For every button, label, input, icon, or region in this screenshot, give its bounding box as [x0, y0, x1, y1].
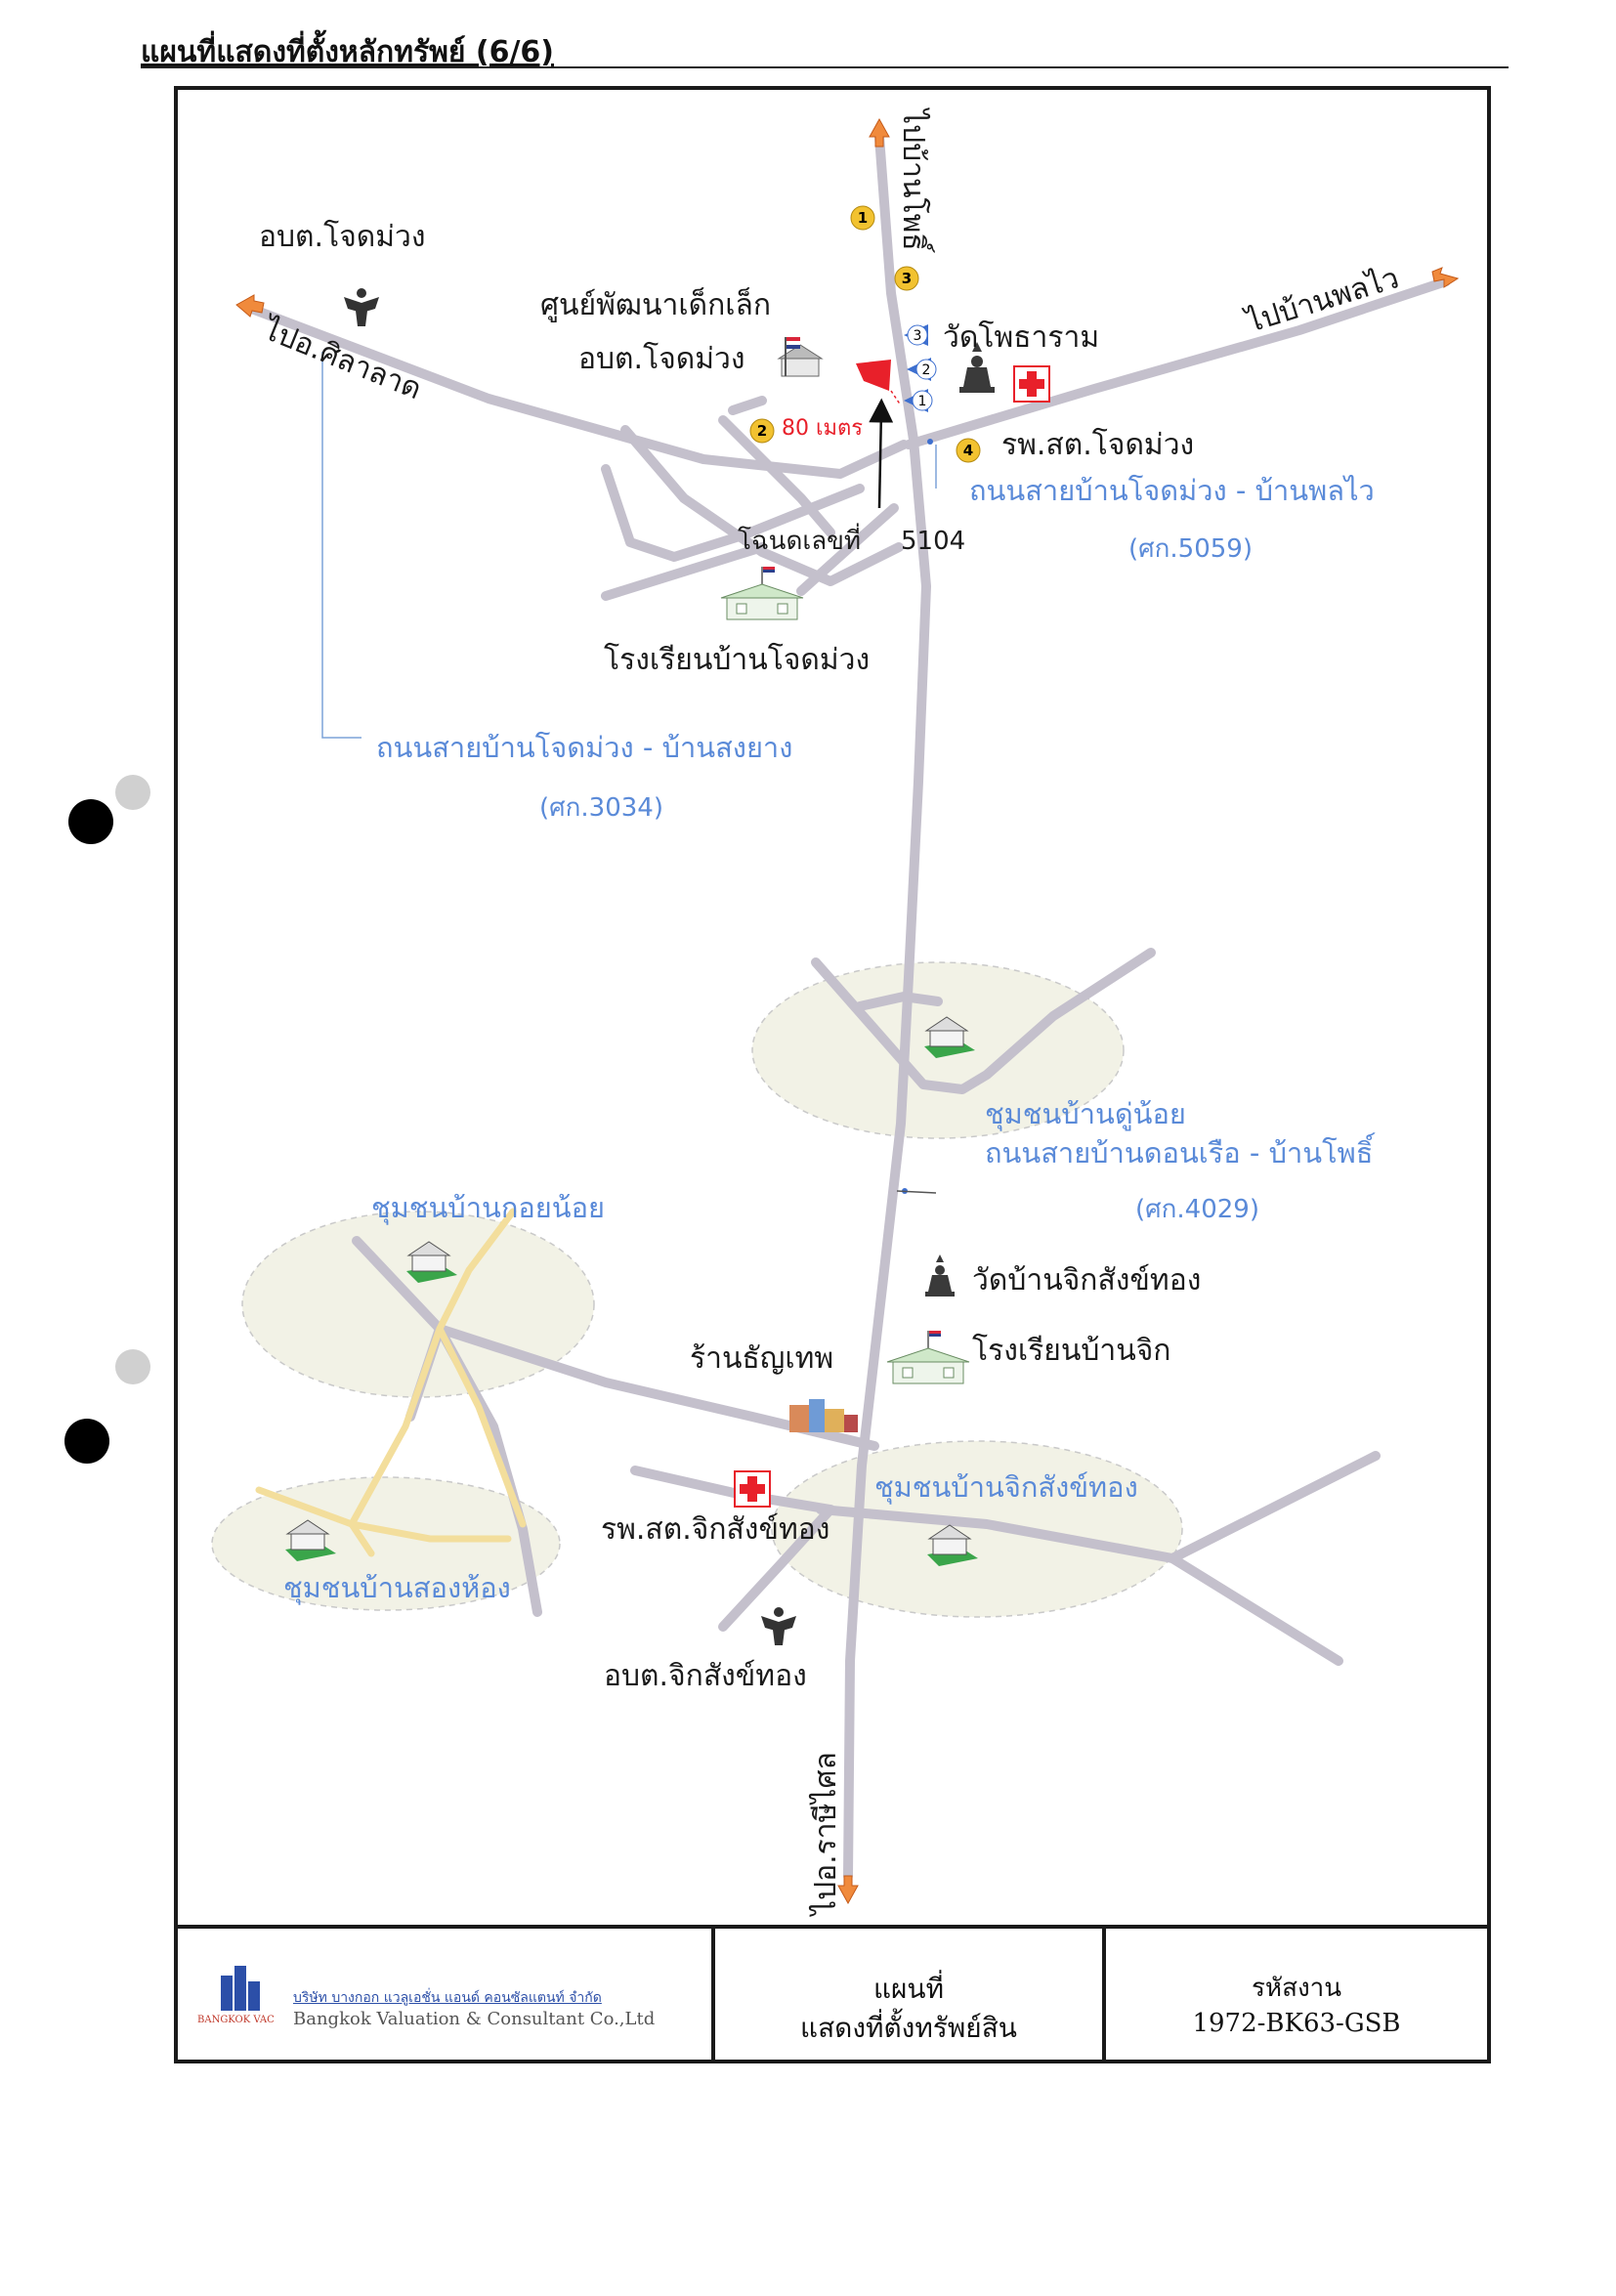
- label-community-chik: ชุมชนบ้านจิกสังข์ทอง: [874, 1470, 1138, 1505]
- map-frame: [174, 86, 1491, 2063]
- community-zones: [211, 961, 1183, 1618]
- title-block-map-title: แผนที่ แสดงที่ตั้งทรัพย์สิน: [711, 1925, 1102, 2063]
- label-sao-chotmuang: อบต.โจดม่วง: [259, 219, 426, 254]
- title-block-company: BANGKOK VAC บริษัท บางกอก แวลูเอชั่น แอน…: [174, 1925, 711, 2063]
- label-road-phon-wai-code: (ศก.5059): [1128, 534, 1253, 564]
- label-wat-pho: วัดโพธาราม: [943, 319, 1099, 355]
- deed-pointer: [869, 398, 894, 509]
- marker-yellow-4: 4: [963, 442, 973, 459]
- title-block-code: รหัสงาน 1972-BK63-GSB: [1102, 1925, 1491, 2063]
- road-callout-lines: [321, 352, 937, 739]
- arrow-south: [837, 1875, 859, 1905]
- road-tick: [896, 1190, 937, 1194]
- road-koi-noi-1: [352, 1236, 542, 1617]
- road-chik-east: [816, 1451, 1381, 1563]
- label-child-center-2: อบต.โจดม่วง: [578, 341, 745, 376]
- company-name-en: Bangkok Valuation & Consultant Co.,Ltd: [293, 2009, 656, 2029]
- label-to-ban-pho: ไปบ้านโพธิ์: [896, 107, 935, 253]
- map-title-line-2: แสดงที่ตั้งทรัพย์สิน: [800, 2012, 1017, 2044]
- garuda-seal-icon: [344, 288, 796, 1645]
- road-grid-1: [601, 464, 865, 562]
- road-grid-6: [728, 396, 767, 415]
- marker-yellow-2: 2: [757, 422, 767, 440]
- label-sao-chik: อบต.จิกสังข์ทอง: [604, 1659, 807, 1693]
- label-school-chotmuang: โรงเรียนบ้านโจดม่วง: [604, 642, 870, 677]
- direction-arrow-icon: [235, 117, 1460, 1905]
- school-chotmuang-icon: [720, 567, 804, 620]
- label-hospital-chik: รพ.สต.จิกสังข์ทอง: [601, 1512, 829, 1547]
- road-grid-3: [718, 415, 835, 537]
- label-to-rasi-salai: ไปอ.ราษีไศล: [808, 1752, 843, 1917]
- label-wat-chik: วัดบ้านจิกสังข์ทอง: [972, 1263, 1201, 1297]
- label-deed: โฉนดเลขที่: [738, 523, 861, 556]
- arrow-north: [869, 117, 890, 148]
- label-road-phon-wai: ถนนสายบ้านโจดม่วง - บ้านพลไว: [969, 474, 1375, 507]
- label-road-don-ruea: ถนนสายบ้านดอนเรือ - บ้านโพธิ์: [985, 1132, 1376, 1169]
- page-title: แผนที่แสดงที่ตั้งหลักทรัพย์ (6/6): [141, 35, 555, 69]
- company-logo-text: BANGKOK VAC: [197, 2015, 275, 2025]
- road-west: [244, 303, 909, 479]
- marker-blue-3: 3: [914, 328, 922, 344]
- label-hospital-chotmuang: รพ.สต.โจดม่วง: [1001, 427, 1194, 462]
- arrow-west: [235, 294, 265, 318]
- punch-hole-shadow: [115, 775, 150, 810]
- label-shop: ร้านธัญเทพ: [690, 1341, 833, 1376]
- label-road-song-yang-code: (ศก.3034): [539, 793, 663, 823]
- code-value: 1972-BK63-GSB: [1192, 2009, 1401, 2038]
- road-chik-sw: [718, 1505, 835, 1632]
- road-du-noi-1: [811, 948, 1156, 1094]
- house-icon: [285, 1016, 978, 1566]
- label-school-chik: โรงเรียนบ้านจิก: [972, 1333, 1170, 1368]
- label-road-don-ruea-code: (ศก.4029): [1135, 1195, 1259, 1224]
- punch-hole: [64, 1419, 109, 1464]
- label-distance: 80 เมตร: [782, 416, 863, 441]
- label-deed-number: 5104: [901, 527, 965, 556]
- yellow-markers: 1 3 2 4: [749, 205, 981, 463]
- shop-icon: [789, 1399, 858, 1432]
- punch-hole: [68, 799, 113, 844]
- map-labels-blue: ถนนสายบ้านโจดม่วง - บ้านพลไว (ศก.5059) ถ…: [283, 474, 1376, 1605]
- label-road-song-yang: ถนนสายบ้านโจดม่วง - บ้านสงยาง: [376, 731, 792, 764]
- company-name-thai: บริษัท บางกอก แวลูเอชั่น แอนด์ คอนซัลแตน…: [293, 1990, 602, 2006]
- road-grid-5: [796, 503, 899, 596]
- road-chik-se: [1168, 1553, 1343, 1666]
- code-label: รหัสงาน: [1251, 1974, 1342, 2003]
- road-east: [904, 276, 1451, 449]
- marker-yellow-1: 1: [858, 209, 868, 227]
- marker-yellow-3: 3: [902, 270, 912, 287]
- road-main: [843, 132, 931, 1881]
- label-community-song-hong: ชุมชนบ้านสองห้อง: [283, 1571, 511, 1605]
- zone-song-hong: [211, 1476, 561, 1611]
- map-title-line-1: แผนที่: [872, 1973, 945, 2005]
- marker-blue-2: 2: [922, 362, 931, 378]
- company-logo: [221, 1962, 264, 2011]
- hospital-cross-icon: [734, 365, 1050, 1508]
- road-grid-4: [601, 542, 767, 601]
- header-divider: [141, 66, 1509, 68]
- zone-chik: [771, 1440, 1183, 1618]
- roads-yellow: [255, 1208, 527, 1557]
- label-community-du-noi: ชุมชนบ้านดู่น้อย: [985, 1097, 1186, 1131]
- school-chik-icon: [886, 1331, 970, 1384]
- arrow-east: [1431, 267, 1460, 288]
- label-community-koi-noi: ชุมชนบ้านกอยน้อย: [371, 1191, 605, 1225]
- subject-property: [856, 360, 891, 391]
- temple-buddha-icon: [925, 342, 995, 1297]
- school-flag-icon: [777, 337, 824, 377]
- marker-blue-1: 1: [918, 394, 927, 409]
- punch-hole-shadow: [115, 1349, 150, 1384]
- road-du-noi-2: [855, 992, 943, 1011]
- blue-markers: 3 2 1: [904, 324, 937, 412]
- label-child-center-1: ศูนย์พัฒนาเด็กเล็ก: [540, 286, 771, 322]
